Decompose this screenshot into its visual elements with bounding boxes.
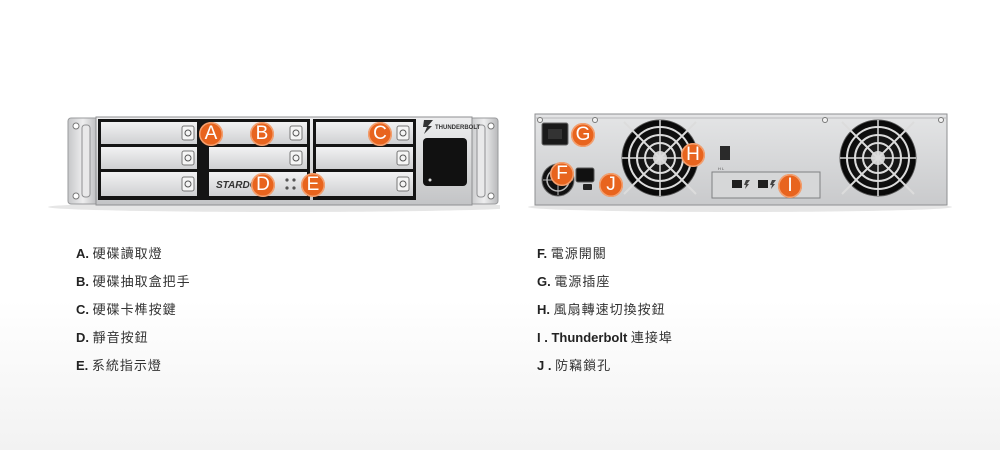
brand-logo: STARDOM [216,180,266,191]
legend-item-j: J . 防竊鎖孔 [537,358,673,386]
legend-front: A. 硬碟讀取燈 B. 硬碟抽取盒把手 C. 硬碟卡榫按鍵 D. 靜音按鈕 E.… [76,246,191,386]
rack-screw [487,192,495,200]
thunderbolt-icon [423,120,433,134]
drive-tray [316,122,413,144]
switch-marking: H L [718,166,725,171]
drive-tray [209,147,307,169]
legend-item-d: D. 靜音按鈕 [76,330,191,358]
legend-item-e: E. 系統指示燈 [76,358,191,386]
legend-text: 風扇轉速切換按鈕 [553,303,666,318]
legend-item-c: C. 硬碟卡榫按鍵 [76,302,191,330]
thunderbolt-label: THUNDERBOLT [435,125,481,131]
callout-e: E [301,173,325,197]
callout-g: G [571,123,595,147]
front-panel: STARDOM THUNDERBOLT [48,116,500,212]
legend-text: 靜音按鈕 [92,331,149,346]
thunderbolt-icon [770,180,776,189]
legend-text: 系統指示燈 [91,359,162,374]
rack-screw [72,122,80,130]
callout-b: B [250,122,274,146]
legend-letter: C. [76,302,89,317]
callout-a: A [199,122,223,146]
security-lock-slot [583,184,592,190]
legend-item-f: F. 電源開關 [537,246,673,274]
legend-letter: D. [76,330,89,345]
legend-letter: F. [537,246,548,261]
rack-handle-left [81,124,91,198]
legend-item-i: I . Thunderbolt 連接埠 [537,330,673,358]
legend-text: 電源開關 [550,247,607,262]
drive-tray [316,172,413,196]
power-switch [575,167,595,183]
legend-text: 硬碟讀取燈 [92,247,163,262]
legend-text: 電源插座 [554,275,611,290]
rear-screw [938,117,944,123]
legend-letter: A. [76,246,89,261]
legend-letter: I . [537,330,548,345]
legend-item-g: G. 電源插座 [537,274,673,302]
legend-text: 硬碟卡榫按鍵 [92,303,177,318]
rack-screw [72,192,80,200]
legend-letter: G. [537,274,551,289]
power-led [428,178,432,182]
rear-panel: H L [528,113,952,212]
drive-tray [101,147,197,169]
callout-f: F [550,162,574,186]
mute-button-dot [292,186,296,190]
thunderbolt-port [732,180,742,188]
legend-text: 連接埠 [630,331,673,346]
drive-tray [101,172,197,196]
drive-tray [101,122,197,144]
legend-text: 防竊鎖孔 [555,359,612,374]
legend-item-a: A. 硬碟讀取燈 [76,246,191,274]
legend-letter: H. [537,302,550,317]
legend-item-h: H. 風扇轉速切換按鈕 [537,302,673,330]
legend-letter: B. [76,274,89,289]
legend-letter: E. [76,358,89,373]
rear-screw [537,117,543,123]
callout-h: H [681,143,705,167]
rear-screw [822,117,828,123]
thunderbolt-icon [744,180,750,189]
thunderbolt-port [758,180,768,188]
front-vent [423,138,467,186]
legend-term: Thunderbolt [551,330,628,345]
callout-d: D [251,173,275,197]
callout-i: I [778,174,802,198]
legend-item-b: B. 硬碟抽取盒把手 [76,274,191,302]
legend-text: 硬碟抽取盒把手 [92,275,191,290]
rear-screw [592,117,598,123]
mute-button-dot [292,178,296,182]
callout-c: C [368,122,392,146]
mute-button-dot [285,186,289,190]
legend-rear: F. 電源開關 G. 電源插座 H. 風扇轉速切換按鈕 I . Thunderb… [537,246,673,386]
rear-fan-right [839,119,917,197]
fan-speed-switch [720,146,730,160]
mute-button-dot [285,178,289,182]
legend-letter: J . [537,358,552,373]
rack-handle-right [476,124,486,198]
drive-tray [316,147,413,169]
rack-screw [487,122,495,130]
callout-j: J [599,173,623,197]
